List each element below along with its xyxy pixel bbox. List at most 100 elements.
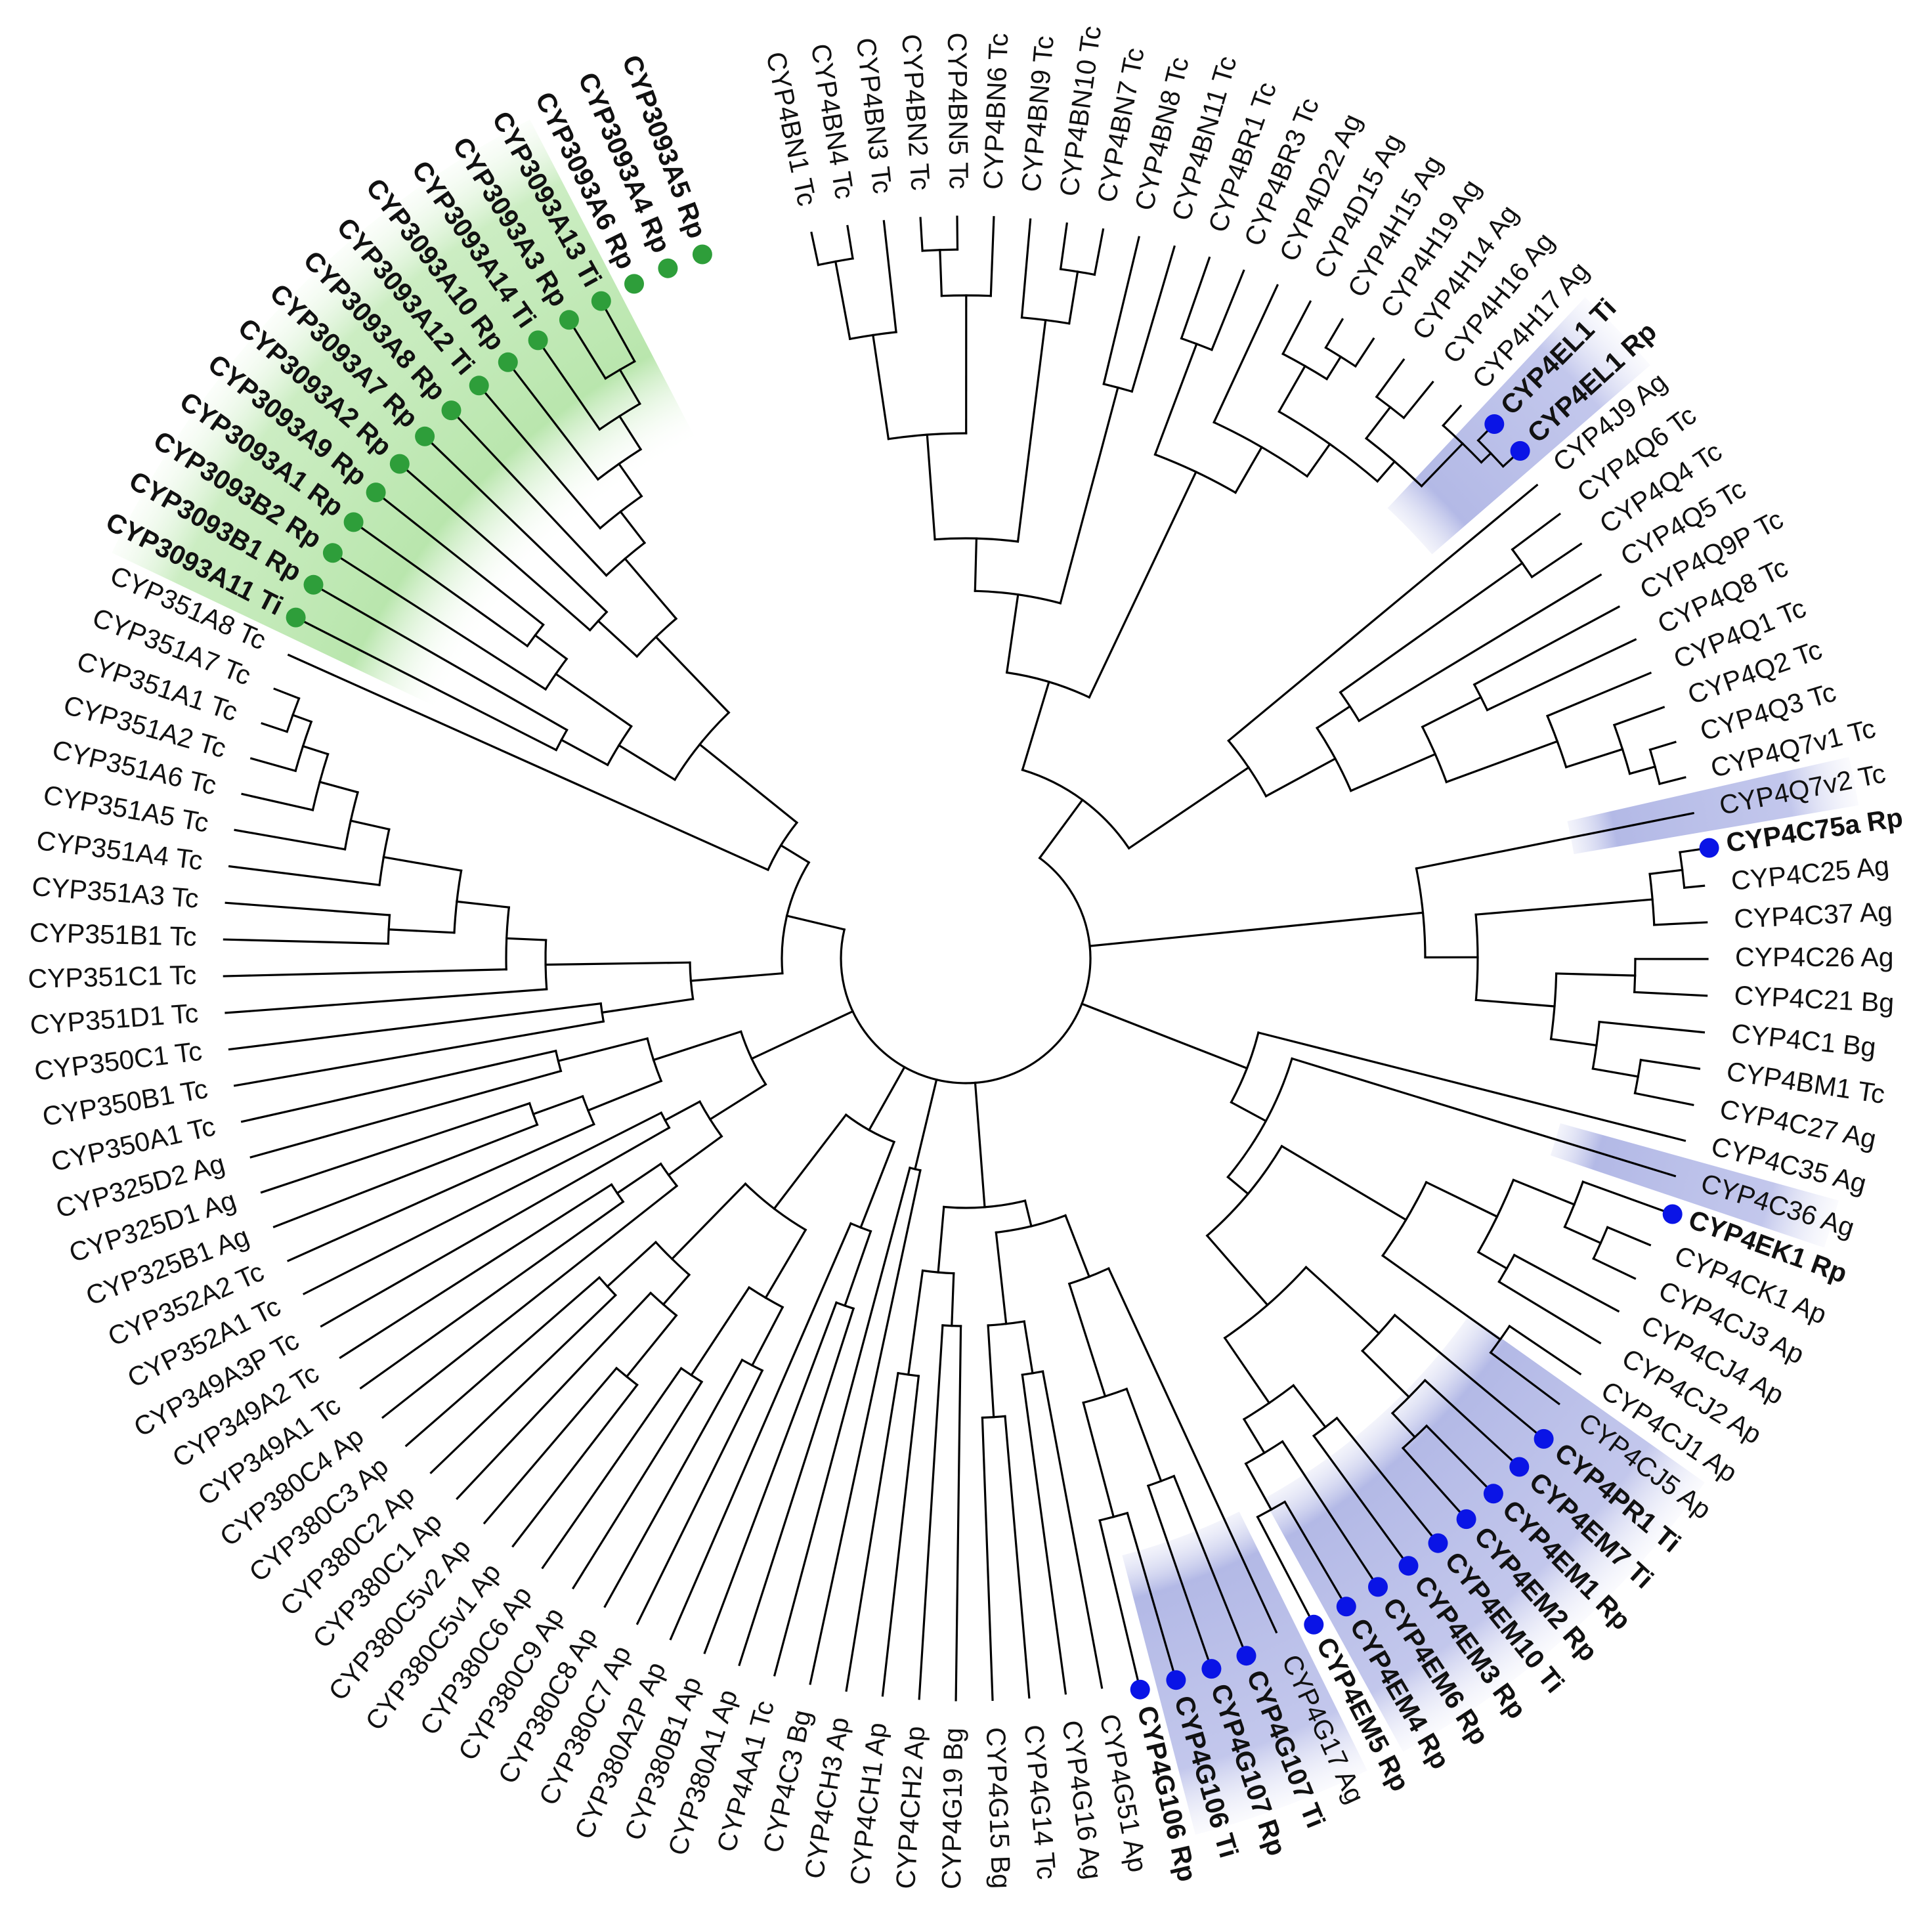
leaf-marker-dot [441,400,462,421]
terminal-branch [483,1366,618,1525]
terminal-branch [1283,1500,1343,1600]
internal-branch [1591,1067,1640,1078]
terminal-branch [261,721,289,733]
internal-branch [764,1228,807,1300]
internal-branch [557,1037,649,1063]
terminal-branch [1210,269,1245,351]
terminal-branch [286,1123,595,1262]
terminal-branch [1291,1057,1677,1178]
internal-branch [1349,752,1437,792]
internal-branch [1059,386,1119,605]
terminal-branch [405,469,591,632]
internal-branch [1242,1417,1266,1455]
internal-branch [662,1273,691,1306]
leaf-marker-dot [1166,1670,1186,1690]
leaf-marker-dot [1368,1577,1388,1597]
leaf-label: CYP4C1 Bg [1730,1018,1878,1063]
terminal-branch [881,1375,920,1697]
terminal-branch [1130,245,1176,393]
leaf-label: CYP4CH2 Ap [890,1725,930,1890]
internal-branch [1063,1214,1091,1278]
internal-branch [1016,318,1047,543]
terminal-branch [430,442,609,614]
internal-branch [689,972,784,982]
terminal-branch [989,216,995,297]
internal-branch [601,997,695,1014]
terminal-branch [303,620,558,752]
internal-branch [1305,442,1332,478]
terminal-branch [1312,1434,1404,1560]
leaf-marker-dot [528,330,548,351]
terminal-branch [1146,1484,1210,1661]
terminal-branch [572,326,607,380]
terminal-branch [225,901,391,916]
terminal-branch [1442,404,1463,427]
terminal-branch [1598,1020,1706,1034]
leaf-marker-dot [1483,1484,1503,1504]
internal-branch [867,1065,906,1132]
terminal-branch [1472,605,1621,686]
terminal-branch [456,1291,653,1500]
internal-branch [843,1230,872,1307]
leaf-label: CYP4C26 Ag [1735,942,1894,972]
terminal-branch [1508,1324,1582,1376]
terminal-branch [1486,638,1637,712]
leaf-marker-dot [469,375,489,396]
terminal-branch [810,231,820,267]
terminal-branch [1476,429,1489,442]
leaf-marker-dot [322,543,343,563]
leaf-marker-dot [1662,1204,1683,1224]
leaf-label: CYP4CH1 Ap [844,1721,893,1887]
terminal-branch [1546,672,1652,718]
internal-branch [663,1100,702,1122]
internal-branch [987,1324,995,1419]
leaf-label: CYP351B1 Tc [29,917,197,951]
internal-branch [1088,470,1198,699]
internal-branch [1277,364,1307,414]
internal-branch [1445,740,1559,784]
internal-branch [834,260,851,341]
leaf-marker-dot [1534,1428,1554,1449]
internal-branch [1080,1002,1249,1070]
internal-branch [859,1140,896,1229]
internal-branch [1067,270,1079,325]
clade-highlight-bands [112,119,1859,1835]
internal-branch [1549,1037,1598,1047]
internal-branch [974,1081,986,1209]
terminal-branch [1501,456,1514,468]
leaf-marker-dot [1456,1509,1476,1530]
terminal-branch [1513,1253,1620,1313]
internal-branch [1364,405,1392,440]
terminal-branch [1107,1267,1278,1634]
terminal-branch [233,1020,605,1087]
leaf-marker-dot [1484,414,1505,434]
terminal-branch [260,1102,531,1194]
leaf-marker-dot [692,244,712,265]
cyp3093-clade-band [112,119,697,708]
terminal-branch [919,217,924,252]
terminal-branch [249,1069,563,1159]
terminal-branch [1324,318,1344,349]
internal-branch [533,633,569,660]
internal-branch [1390,1411,1417,1439]
internal-branch [1425,1180,1499,1218]
terminal-branch [955,1325,962,1702]
leaf-marker-dot [1428,1533,1448,1553]
terminal-branch [320,588,569,732]
terminal-branch [882,220,897,333]
terminal-branch [1102,236,1140,385]
internal-branch [1304,1266,1381,1335]
terminal-branch [381,1184,679,1419]
terminal-branch [339,557,547,691]
internal-branch [1234,446,1264,494]
internal-branch [615,1162,662,1195]
terminal-branch [1256,1515,1311,1618]
terminal-branch [1281,300,1312,356]
internal-branch [1381,1254,1502,1341]
terminal-branch [1423,1379,1514,1462]
terminal-branch [273,687,301,700]
internal-branch [618,368,641,406]
internal-branch [560,738,609,767]
internal-branch [1223,1336,1271,1405]
terminal-branch [1612,706,1665,727]
